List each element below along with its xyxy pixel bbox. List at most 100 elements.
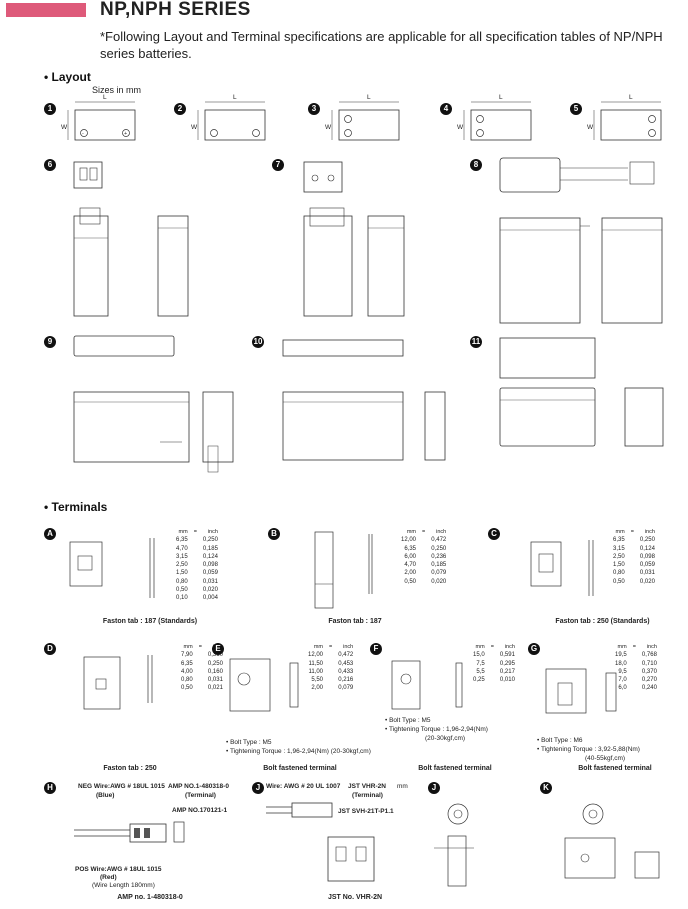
terminal-h-connector-diagram <box>74 821 185 843</box>
terminal-e-col-eq: = <box>329 644 333 650</box>
layout-badge-5: 5 <box>570 103 582 115</box>
header-accent-bar <box>6 3 86 17</box>
terminal-badge-g: G <box>528 643 540 655</box>
terminal-g-torque-kgf: (40-55kgf,cm) <box>585 755 626 762</box>
terminal-b-col-eq: = <box>422 529 426 535</box>
terminal-f-col-mm: mm <box>475 644 485 650</box>
layout-badge-7: 7 <box>272 159 284 171</box>
terminal-badge-e: E <box>212 643 224 655</box>
layout-badge-1: 1 <box>44 103 56 115</box>
terminal-g-caption: Bolt fastened terminal <box>578 765 652 772</box>
terminal-badge-j: J <box>428 782 440 794</box>
terminal-badge-f: F <box>370 643 382 655</box>
terminal-g-col-inch: inch <box>646 644 657 650</box>
terminal-i-jst-sub: (Terminal) <box>352 792 383 799</box>
terminal-h-pos-color: (Red) <box>100 874 117 881</box>
terminal-d-col-mm: mm <box>183 644 193 650</box>
terminal-a-col-mm: mm <box>178 529 188 535</box>
layout-heading: • Layout <box>44 70 91 84</box>
layout-3-diagram <box>331 101 400 141</box>
terminal-c-caption: Faston tab : 250 (Standards) <box>555 618 650 625</box>
terminal-e-col-inch: inch <box>343 644 354 650</box>
terminal-c-col-mm: mm <box>615 529 625 535</box>
terminal-h-neg-wire: NEG Wire:AWG # 18UL 1015 <box>78 783 165 790</box>
terminal-e-torque: • Tightening Torque : 1,96-2,94(Nm) (20-… <box>226 748 371 755</box>
layout-4-l-label: L <box>499 94 503 101</box>
terminal-a-col-eq: = <box>193 529 197 535</box>
terminal-badge-b: B <box>268 528 280 540</box>
layout-badge-9: 9 <box>44 336 56 348</box>
layout-7-diagram <box>303 161 405 317</box>
terminal-f-caption: Bolt fastened terminal <box>418 765 492 772</box>
terminals-heading: • Terminals <box>44 500 108 514</box>
terminal-h-length: (Wire Length 180mm) <box>92 882 155 889</box>
svg-text:-: - <box>82 131 84 137</box>
terminal-b-col-inch: inch <box>436 529 447 535</box>
terminal-h-neg-color: (Blue) <box>96 792 115 799</box>
layout-3-w-label: W <box>325 124 332 131</box>
terminal-b-caption: Faston tab : 187 <box>328 618 382 625</box>
terminal-badge-a: A <box>44 528 56 540</box>
terminal-d-diagram <box>83 655 153 710</box>
terminal-f-col-eq: = <box>490 644 494 650</box>
sizes-note: Sizes in mm <box>92 85 142 95</box>
terminal-e-caption: Bolt fastened terminal <box>263 765 337 772</box>
layout-5-w-label: W <box>587 124 594 131</box>
terminal-c-col-eq: = <box>630 529 634 535</box>
terminal-a-diagram <box>69 538 155 598</box>
terminal-badge-k: K <box>540 782 552 794</box>
layout-1-w-label: W <box>61 124 68 131</box>
terminal-g-bolt: • Bolt Type : M6 <box>537 737 583 744</box>
terminal-c-col-inch: inch <box>644 529 655 535</box>
terminal-b-col-mm: mm <box>406 529 417 535</box>
terminal-g-col-eq: = <box>632 644 636 650</box>
terminal-a-col-inch: inch <box>207 529 218 535</box>
layout-2-l-label: L <box>233 94 237 101</box>
layout-badge-8: 8 <box>470 159 482 171</box>
svg-text:+: + <box>124 131 127 137</box>
layout-9-diagram <box>73 335 234 473</box>
layout-badge-11: 11 <box>470 336 482 348</box>
terminal-i-caption: JST No. VHR-2N <box>327 894 383 901</box>
layout-8-diagram <box>499 157 663 324</box>
terminal-h-amp-terminal-sub: (Terminal) <box>185 792 216 799</box>
layout-badge-2: 2 <box>174 103 186 115</box>
terminal-g-col-mm: mm <box>617 644 627 650</box>
layout-2-w-label: W <box>191 124 198 131</box>
layout-top-views: -+ <box>67 101 662 141</box>
terminal-h-caption: AMP no. 1-480318-0 <box>117 894 183 901</box>
terminal-i-connector-diagram <box>266 802 375 882</box>
terminal-badge-i: J <box>252 782 264 794</box>
layout-11-diagram <box>499 337 664 447</box>
layout-5-l-label: L <box>629 94 633 101</box>
layout-4-w-label: W <box>457 124 464 131</box>
terminal-f-torque-kgf: (20-30kgf,cm) <box>425 735 466 742</box>
terminal-c-diagram <box>530 540 594 596</box>
